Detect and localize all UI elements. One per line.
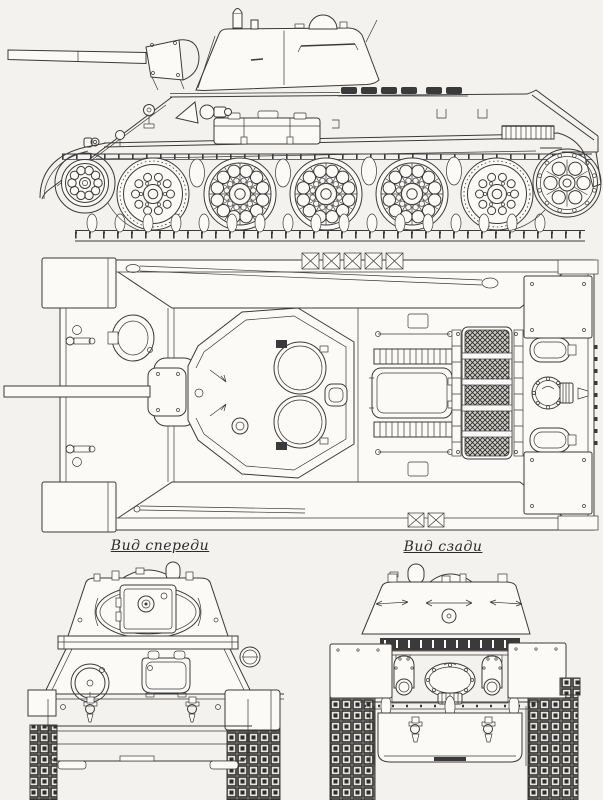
side-engine-louvers bbox=[338, 87, 468, 97]
driver-hatch bbox=[141, 650, 191, 698]
bow-mg-mount bbox=[70, 663, 110, 703]
rear-view-drawing bbox=[329, 563, 581, 800]
rear-plate-lower bbox=[360, 694, 540, 766]
drive-sprocket bbox=[536, 152, 598, 214]
turret-hatch-left bbox=[273, 341, 327, 395]
pistol-port bbox=[441, 608, 457, 624]
side-turret bbox=[195, 8, 380, 92]
fender-box-right bbox=[224, 689, 281, 731]
tow-cable bbox=[125, 264, 499, 289]
turret-handrail-right bbox=[489, 599, 523, 607]
side-track-pin-rack bbox=[501, 125, 555, 140]
turret-hatch-right bbox=[273, 395, 327, 449]
side-toolbox bbox=[213, 110, 321, 145]
rear-tracks bbox=[329, 693, 579, 800]
front-hull bbox=[43, 635, 261, 703]
top-turret bbox=[187, 307, 355, 479]
rear-mudflap bbox=[583, 151, 602, 188]
exhaust-right bbox=[529, 427, 571, 453]
fender-box-left bbox=[27, 689, 57, 717]
front-view-drawing bbox=[27, 561, 284, 800]
antenna bbox=[365, 19, 378, 43]
idler-wheel bbox=[61, 159, 109, 207]
engine-deck bbox=[357, 308, 457, 482]
turret-handrail-center bbox=[425, 599, 473, 607]
front-mudguard bbox=[39, 142, 107, 199]
front-view-caption: Вид спереди bbox=[110, 538, 210, 554]
top-gun bbox=[3, 357, 197, 427]
front-lower-hull bbox=[27, 689, 284, 770]
rear-hull-band bbox=[366, 638, 534, 656]
turret-periscope bbox=[232, 8, 259, 30]
fuel-tank-right bbox=[507, 642, 567, 699]
rear-fuel-tanks bbox=[329, 642, 581, 699]
tow-hook-right bbox=[185, 696, 200, 723]
rear-turret bbox=[361, 563, 531, 635]
road-wheel-3 bbox=[289, 157, 363, 231]
fuel-tank-left bbox=[329, 643, 393, 699]
front-turret bbox=[67, 561, 229, 639]
glacis-fittings bbox=[65, 314, 155, 467]
engine-hatch bbox=[371, 367, 453, 419]
exhaust-cover-right bbox=[481, 655, 503, 696]
exhaust-cover-left bbox=[393, 655, 415, 696]
tow-hook-left bbox=[408, 716, 423, 743]
side-running-gear bbox=[61, 152, 598, 231]
spare-track-links bbox=[133, 252, 445, 528]
antenna-pod bbox=[407, 563, 425, 585]
exhaust-left bbox=[529, 337, 571, 363]
rear-view-caption: Вид сзади bbox=[403, 539, 483, 555]
road-wheel-2 bbox=[203, 157, 277, 231]
turret-vent-dome bbox=[294, 14, 348, 30]
tow-hook-right bbox=[481, 716, 496, 743]
tow-shackle bbox=[83, 137, 100, 148]
top-fender-boxes bbox=[41, 257, 593, 533]
rear-deck bbox=[529, 337, 589, 453]
side-gun bbox=[7, 39, 200, 91]
top-view-drawing bbox=[3, 252, 599, 533]
side-track-lower bbox=[39, 142, 602, 242]
spare-links-box bbox=[559, 677, 581, 696]
headlight bbox=[143, 104, 155, 129]
road-wheel-5 bbox=[460, 157, 534, 231]
tow-hook-left bbox=[83, 696, 98, 723]
signal-horn bbox=[115, 130, 125, 146]
side-view-drawing bbox=[7, 8, 602, 242]
radiator-grille bbox=[451, 326, 524, 460]
bow-fittings bbox=[174, 101, 232, 124]
road-wheel-4 bbox=[375, 157, 449, 231]
turret-handrail-left bbox=[375, 599, 409, 607]
